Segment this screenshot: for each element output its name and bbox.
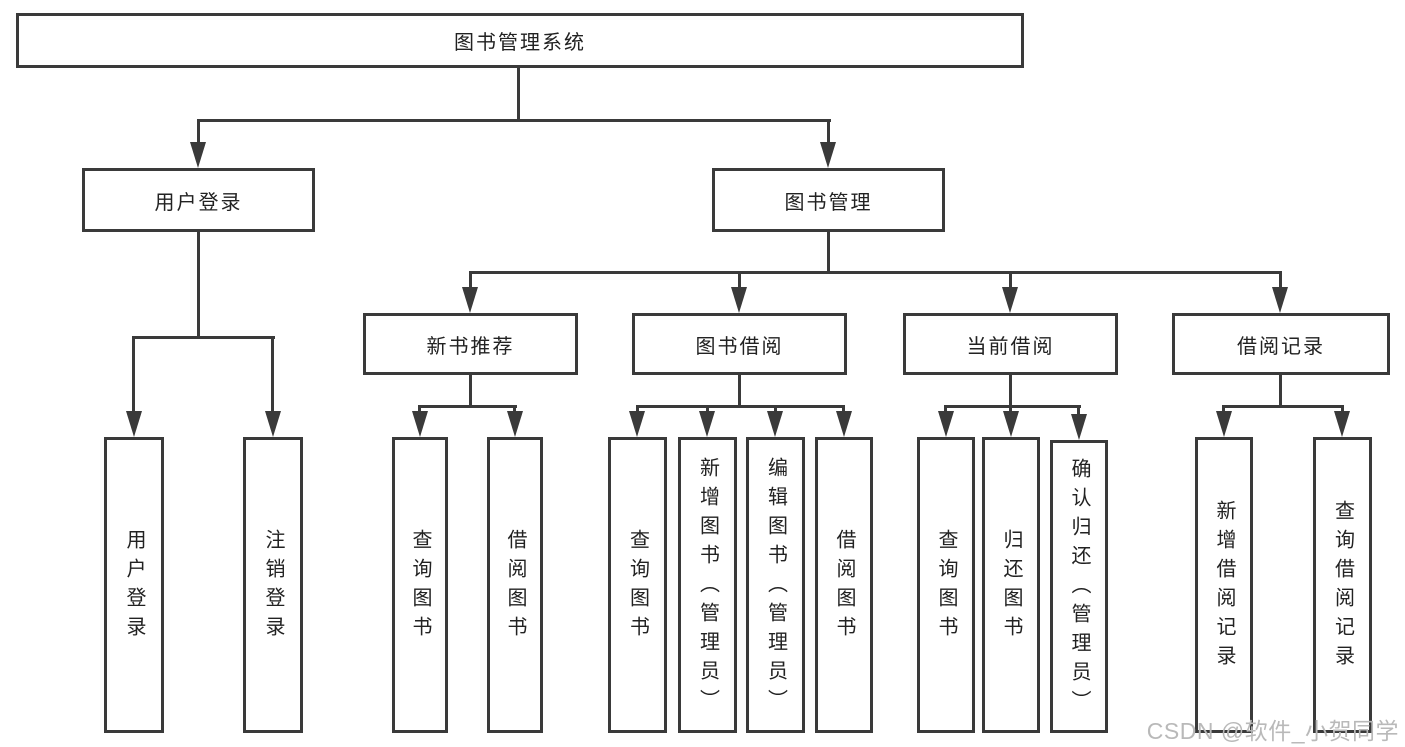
arrowhead-user-login — [190, 142, 206, 168]
arrowhead-return-books — [1003, 411, 1019, 437]
connector-stem-confirm-return-admin — [1077, 407, 1080, 419]
leaf-borrow-books-recommend: 借阅图书 — [487, 437, 543, 733]
connector-borrowing-stem — [738, 375, 741, 407]
connector-l2-stem-user-login — [197, 121, 200, 146]
arrowhead-leaf-user-login — [126, 411, 142, 437]
leaf-query-books-recommend: 查询图书 — [392, 437, 448, 733]
connector-borrowing-bar — [636, 405, 845, 408]
connector-current-bar — [944, 405, 1081, 408]
connector-l2-stem-book-management — [827, 121, 830, 146]
connector-stem-leaf-user-login — [132, 338, 135, 413]
leaf-user-login: 用户登录 — [104, 437, 164, 733]
node-user-login: 用户登录 — [82, 168, 315, 232]
leaf-query-books-borrowing: 查询图书 — [608, 437, 667, 733]
arrowhead-book-management — [820, 142, 836, 168]
node-book-borrowing: 图书借阅 — [632, 313, 847, 375]
arrowhead-records — [1272, 287, 1288, 313]
node-book-management: 图书管理 — [712, 168, 945, 232]
connector-user-login-stem — [197, 232, 200, 338]
connector-recommend-stem — [469, 375, 472, 407]
connector-l3-stem-borrowing — [738, 273, 741, 289]
leaf-query-borrow-record: 查询借阅记录 — [1313, 437, 1372, 733]
leaf-logout: 注销登录 — [243, 437, 303, 733]
arrowhead-borrowing — [731, 287, 747, 313]
leaf-borrow-books-borrowing: 借阅图书 — [815, 437, 873, 733]
connector-stem-leaf-logout — [271, 338, 274, 413]
arrowhead-query-books-current — [938, 411, 954, 437]
node-root: 图书管理系统 — [16, 13, 1024, 68]
arrowhead-borrow-books-borrowing — [836, 411, 852, 437]
connector-l3-stem-recommend — [469, 273, 472, 289]
connector-current-stem — [1009, 375, 1012, 407]
arrowhead-confirm-return-admin — [1071, 414, 1087, 440]
connector-l2-bar — [197, 119, 831, 122]
connector-records-stem — [1279, 375, 1282, 407]
leaf-query-books-current: 查询图书 — [917, 437, 975, 733]
connector-l3-bar — [469, 271, 1282, 274]
connector-records-bar — [1222, 405, 1344, 408]
connector-recommend-bar — [418, 405, 517, 408]
node-new-book-recommend: 新书推荐 — [363, 313, 578, 375]
node-current-borrowing: 当前借阅 — [903, 313, 1118, 375]
arrowhead-leaf-logout — [265, 411, 281, 437]
connector-root-stem — [517, 68, 520, 121]
node-borrowing-records: 借阅记录 — [1172, 313, 1390, 375]
arrowhead-current — [1002, 287, 1018, 313]
arrowhead-query-books-borrowing — [629, 411, 645, 437]
connector-l3-stem-current — [1009, 273, 1012, 289]
connector-user-login-bar — [132, 336, 275, 339]
connector-book-management-stem — [827, 232, 830, 273]
arrowhead-add-book-admin — [699, 411, 715, 437]
arrowhead-recommend — [462, 287, 478, 313]
watermark: CSDN @软件_小贺同学 — [1146, 718, 1399, 744]
leaf-confirm-return-admin: 确认归还（管理员） — [1050, 440, 1108, 733]
arrowhead-borrow-books-recommend — [507, 411, 523, 437]
arrowhead-query-books-recommend — [412, 411, 428, 437]
connector-l3-stem-records — [1279, 273, 1282, 289]
leaf-add-borrow-record: 新增借阅记录 — [1195, 437, 1253, 733]
leaf-return-books: 归还图书 — [982, 437, 1040, 733]
arrowhead-edit-book-admin — [767, 411, 783, 437]
leaf-add-book-admin: 新增图书（管理员） — [678, 437, 737, 733]
arrowhead-add-borrow-record — [1216, 411, 1232, 437]
arrowhead-query-borrow-record — [1334, 411, 1350, 437]
leaf-edit-book-admin: 编辑图书（管理员） — [746, 437, 805, 733]
